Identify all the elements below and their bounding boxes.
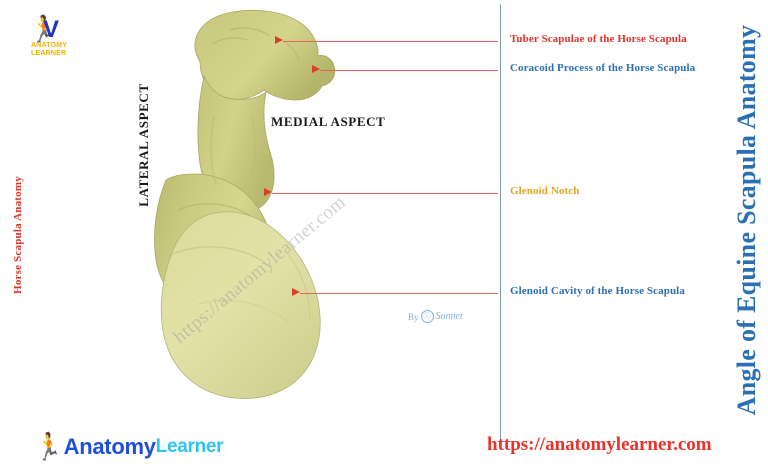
annotation-label: Coracoid Process of the Horse Scapula: [510, 62, 696, 74]
logo-word-anatomy: ANATOMY: [31, 42, 68, 49]
logo-word-learner: LEARNER: [31, 50, 67, 57]
annotation-callout: Coracoid Process of the Horse Scapula: [0, 62, 768, 80]
attribution: By ⓘ Sonnet: [408, 310, 463, 323]
logo-v-icon: V: [43, 16, 60, 43]
annotation-callout: Tuber Scapulae of the Horse Scapula: [0, 33, 768, 51]
horse-scapula-bone-image: [138, 4, 358, 404]
bone-texture-2: [211, 37, 249, 45]
bone-texture-5: [251, 113, 256, 179]
annotation-callout: Glenoid Cavity of the Horse Scapula: [0, 285, 768, 303]
annotation-arrow-icon: [292, 288, 300, 296]
annotation-label: Glenoid Cavity of the Horse Scapula: [510, 285, 685, 297]
bone-head-region: [194, 10, 336, 101]
annotation-arrow-icon: [312, 65, 320, 73]
annotation-label: Glenoid Notch: [510, 185, 580, 197]
bone-texture-6: [177, 203, 251, 217]
annotation-leader-line: [283, 41, 498, 42]
annotation-callout: Glenoid Notch: [0, 185, 768, 203]
logo-figure-icon: 🏃: [31, 14, 58, 44]
anatomylearner-logo-top: 🏃 V ANATOMY LEARNER: [26, 16, 80, 62]
attribution-badge-icon: ⓘ: [420, 310, 434, 323]
bone-texture-4: [210, 115, 217, 185]
vertical-divider: [500, 4, 501, 444]
anatomylearner-logo-footer: 🏃 Anatomy Learner: [32, 431, 224, 462]
bone-texture-7: [197, 299, 289, 323]
medial-aspect-label: MEDIAL ASPECT: [271, 114, 386, 129]
annotation-label: Tuber Scapulae of the Horse Scapula: [510, 33, 687, 45]
bone-texture-8: [287, 253, 311, 319]
bone-texture-3: [283, 41, 300, 63]
attribution-author: Sonnet: [435, 311, 463, 322]
annotation-leader-line: [320, 70, 498, 71]
footer-brand-learner: Learner: [155, 436, 224, 457]
annotation-leader-line: [272, 193, 498, 194]
bone-blade-distal: [160, 211, 321, 399]
scapula-svg: [154, 10, 336, 399]
glenoid-notch-groove: [167, 246, 265, 263]
annotation-arrow-icon: [275, 36, 283, 44]
annotation-leader-line: [300, 293, 498, 294]
attribution-by: By: [408, 311, 419, 322]
page-title-text: Angle of Equine Scapula Anatomy: [732, 24, 761, 416]
bone-texture-1: [229, 27, 271, 37]
footer-website-url: https://anatomylearner.com: [487, 434, 712, 455]
footer-logo-figure-icon: 🏃: [37, 431, 61, 462]
annotation-arrow-icon: [264, 188, 272, 196]
footer-brand-anatomy: Anatomy: [63, 434, 156, 459]
